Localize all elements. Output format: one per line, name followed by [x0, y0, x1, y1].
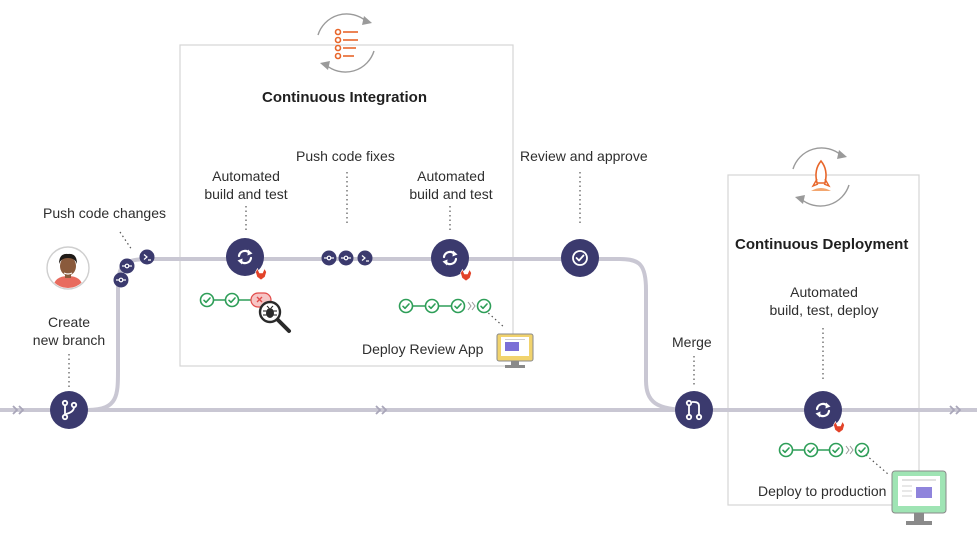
automated-build-test-1-label: Automated build and test [204, 168, 288, 202]
build-node-1 [226, 238, 267, 281]
dotted-connectors [68, 172, 889, 475]
cd-box [727, 174, 920, 506]
push-code-changes-label: Push code changes [43, 205, 166, 221]
automated-build-test-deploy-label: Automated build, test, deploy [769, 284, 879, 318]
cd-title: Continuous Deployment [735, 236, 909, 253]
flow-chevrons [12, 405, 962, 415]
merge-node [675, 391, 713, 429]
rocket-icon [792, 147, 850, 207]
pipeline-status-2 [398, 298, 492, 314]
build-node-2 [431, 239, 472, 282]
checklist-icon [317, 13, 375, 73]
commit-group-middle [321, 250, 373, 266]
monitor-icon-production [891, 470, 947, 525]
deploy-node [804, 391, 845, 434]
approve-node [561, 239, 599, 277]
deploy-to-production-label: Deploy to production [758, 483, 887, 499]
deploy-review-app-label: Deploy Review App [362, 341, 484, 357]
ci-title: Continuous Integration [262, 89, 427, 106]
bug-magnifier-icon [258, 300, 291, 333]
pipeline-status-1 [199, 292, 272, 308]
branch-node [50, 391, 88, 429]
push-code-fixes-label: Push code fixes [296, 148, 395, 164]
commit-group-left [113, 249, 155, 288]
feature-branch-line [87, 257, 691, 412]
developer-avatar [46, 246, 90, 290]
merge-label: Merge [672, 334, 712, 350]
pipeline-status-3 [778, 442, 870, 458]
create-new-branch-label: Create new branch [32, 314, 106, 348]
automated-build-test-2-label: Automated build and test [409, 168, 493, 202]
review-and-approve-label: Review and approve [520, 148, 648, 164]
monitor-icon-review [496, 333, 534, 368]
